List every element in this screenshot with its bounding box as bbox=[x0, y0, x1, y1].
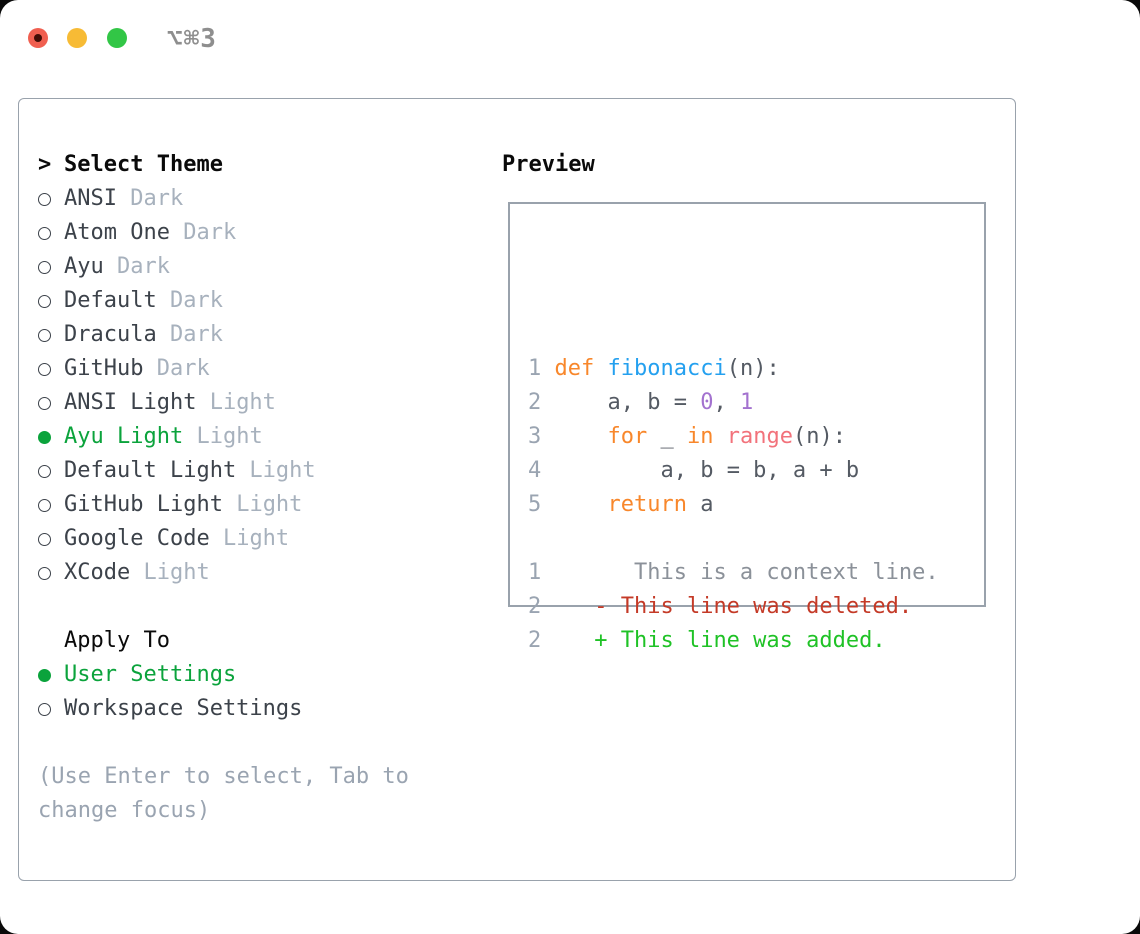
item-tag: Dark bbox=[143, 356, 210, 381]
item-label: GitHub Light bbox=[64, 492, 223, 517]
code-preview: 1 def fibonacci(n): 2 a, b = 0, 1 3 for _ … bbox=[528, 250, 939, 658]
item-label: ANSI bbox=[64, 186, 117, 211]
radio-icon bbox=[38, 192, 51, 206]
item-label: Default bbox=[64, 288, 157, 313]
preview-title: Preview bbox=[502, 152, 595, 177]
item-tag: Dark bbox=[156, 288, 223, 313]
code-line: 2 a, b = 0, 1 bbox=[528, 390, 754, 415]
radio-icon bbox=[38, 260, 51, 274]
radio-selected-icon bbox=[38, 668, 51, 682]
zoom-button-icon[interactable] bbox=[107, 28, 127, 48]
apply-to-title: Apply To bbox=[64, 628, 170, 653]
theme-item-xcode-light[interactable]: XCode Light bbox=[38, 556, 409, 590]
item-label: XCode bbox=[64, 560, 131, 585]
item-label: Atom One bbox=[64, 220, 170, 245]
item-tag: Light bbox=[222, 492, 303, 517]
code-line: 4 a, b = b, a + b bbox=[528, 458, 860, 483]
item-tag: Dark bbox=[169, 220, 237, 245]
theme-item-ansi-light-light[interactable]: ANSI Light Light bbox=[38, 386, 409, 420]
radio-icon bbox=[38, 396, 51, 410]
apply-to-option-user-settings[interactable]: User Settings bbox=[38, 658, 409, 692]
titlebar: ⌥⌘3 bbox=[0, 0, 1140, 76]
item-label: Default Light bbox=[64, 458, 237, 483]
radio-icon bbox=[38, 566, 51, 580]
apply-to-option-workspace-settings[interactable]: Workspace Settings bbox=[38, 692, 409, 726]
preview-box: 1 def fibonacci(n): 2 a, b = 0, 1 3 for _ … bbox=[508, 202, 986, 653]
item-tag: Dark bbox=[116, 186, 184, 211]
close-button-icon[interactable] bbox=[28, 28, 48, 48]
item-tag: Light bbox=[209, 526, 290, 551]
radio-icon bbox=[38, 532, 51, 546]
item-label: Ayu bbox=[64, 254, 104, 279]
code-line: 2 + This line was added. bbox=[528, 628, 886, 653]
theme-list-title: Select Theme bbox=[64, 152, 223, 177]
theme-item-github-light-light[interactable]: GitHub Light Light bbox=[38, 488, 409, 522]
item-label: User Settings bbox=[64, 662, 237, 687]
code-line bbox=[528, 522, 939, 556]
item-tag: Dark bbox=[103, 254, 170, 279]
item-label: Workspace Settings bbox=[64, 696, 303, 721]
hint-line-2: change focus) bbox=[38, 798, 211, 823]
item-tag: Light bbox=[130, 560, 210, 585]
radio-icon bbox=[38, 702, 51, 716]
item-label: Ayu Light bbox=[64, 424, 184, 449]
radio-icon bbox=[38, 362, 51, 376]
code-line: 5 return a bbox=[528, 492, 714, 517]
code-line: 1 def fibonacci(n): bbox=[528, 356, 780, 381]
theme-item-google-code-light[interactable]: Google Code Light bbox=[38, 522, 409, 556]
theme-item-default-light-light[interactable]: Default Light Light bbox=[38, 454, 409, 488]
window-title: ⌥⌘3 bbox=[167, 24, 217, 54]
radio-icon bbox=[38, 294, 51, 308]
radio-icon bbox=[38, 498, 51, 512]
code-line: 2 - This line was deleted. bbox=[528, 594, 913, 619]
code-line: 3 for _ in range(n): bbox=[528, 424, 846, 449]
prompt-caret-icon: > bbox=[38, 152, 52, 177]
radio-selected-icon bbox=[38, 430, 51, 444]
theme-list-header: > Select Theme bbox=[38, 148, 409, 182]
item-label: Google Code bbox=[64, 526, 210, 551]
item-tag: Light bbox=[183, 424, 263, 449]
theme-item-atom-one-dark[interactable]: Atom One Dark bbox=[38, 216, 409, 250]
item-label: GitHub bbox=[64, 356, 144, 381]
minimize-button-icon[interactable] bbox=[67, 28, 87, 48]
theme-item-dracula-dark[interactable]: Dracula Dark bbox=[38, 318, 409, 352]
item-label: ANSI Light bbox=[64, 390, 197, 415]
theme-item-ansi-dark[interactable]: ANSI Dark bbox=[38, 182, 409, 216]
radio-icon bbox=[38, 464, 51, 478]
radio-icon bbox=[38, 328, 51, 342]
code-line: 1 This is a context line. bbox=[528, 560, 939, 585]
theme-item-default-dark[interactable]: Default Dark bbox=[38, 284, 409, 318]
theme-item-github-dark[interactable]: GitHub Dark bbox=[38, 352, 409, 386]
hint-line-1: (Use Enter to select, Tab to bbox=[38, 764, 409, 789]
item-tag: Light bbox=[196, 390, 276, 415]
radio-icon bbox=[38, 226, 51, 240]
theme-item-ayu-light-light[interactable]: Ayu Light Light bbox=[38, 420, 409, 454]
item-tag: Dark bbox=[156, 322, 223, 347]
theme-item-ayu-dark[interactable]: Ayu Dark bbox=[38, 250, 409, 284]
item-label: Dracula bbox=[64, 322, 157, 347]
apply-to-header: Apply To bbox=[38, 624, 409, 658]
item-tag: Light bbox=[236, 458, 316, 483]
